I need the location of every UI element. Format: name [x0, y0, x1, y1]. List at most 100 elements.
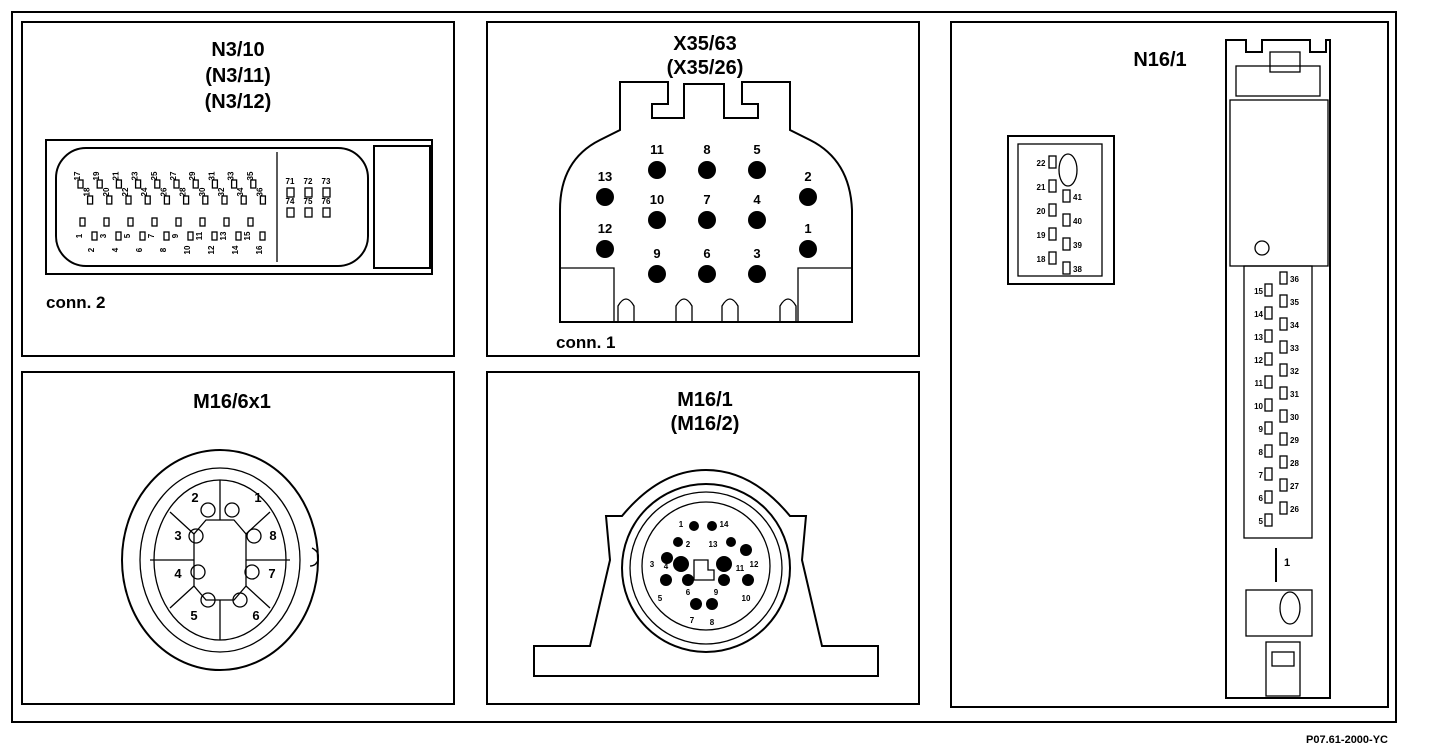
n16-tall-right-label-28: 28: [1290, 459, 1299, 468]
n16-tall-left-label-15: 15: [1254, 287, 1263, 296]
m16-6x1-pin-5: [200, 592, 216, 608]
n3-pin-bottom-label-6: 6: [135, 247, 144, 252]
m16-1-pin-9: [718, 574, 730, 586]
n3-pin-top-label-17: 17: [73, 171, 82, 180]
m16-1-pin-8: [706, 598, 718, 610]
x35-pin-label-10: 10: [650, 192, 664, 207]
m16-1-pin-4: [673, 556, 689, 572]
n16-tall-left-pin-5: [1264, 513, 1273, 527]
n16-small-right-pin-38: [1062, 261, 1071, 275]
n3-pin-top-19: [96, 179, 103, 189]
n3-right-label-74: 74: [286, 197, 295, 206]
n16-tall-right-label-34: 34: [1290, 321, 1299, 330]
m16-1-pin-label-10: 10: [742, 594, 751, 603]
n3-pin-bottom-label-15: 15: [243, 231, 252, 240]
m16-6x1-pin-6: [232, 592, 248, 608]
n3-pin-top-label-21: 21: [111, 171, 120, 180]
n16-tall-left-label-7: 7: [1259, 471, 1264, 480]
n3-pin-top-26: [163, 195, 171, 205]
panel-x35-title-2: (X35/26): [667, 57, 744, 79]
n16-small-right-label-38: 38: [1073, 265, 1082, 274]
n3-pin-top-label-33: 33: [227, 171, 236, 180]
n16-small-right-label-40: 40: [1073, 217, 1082, 226]
n3-right-pin-72: [304, 187, 313, 198]
n16-tall-right-pin-34: [1279, 317, 1288, 331]
panel-m16-1-frame: [486, 371, 920, 705]
m16-1-pin-label-1: 1: [679, 520, 684, 529]
panel-x35-conn-label: conn. 1: [556, 333, 616, 352]
n16-tall-right-label-27: 27: [1290, 482, 1299, 491]
panel-m16-1-title-1: M16/1: [677, 389, 733, 411]
n3-pin-top-24: [144, 195, 151, 205]
panel-m16-1-title-2: (M16/2): [671, 413, 740, 435]
n3-right-label-75: 75: [304, 197, 313, 206]
n16-tall-left-pin-11: [1264, 375, 1273, 389]
n3-right-pin-76: [322, 207, 331, 218]
m16-1-pin-label-12: 12: [750, 560, 759, 569]
n3-pin-bottom-12: [211, 231, 218, 241]
n16-tall-right-pin-31: [1279, 386, 1288, 400]
x35-pin-1: [799, 240, 817, 258]
panel-n3-title-1: N3/10: [211, 39, 264, 61]
n3-pin-bottom-label-4: 4: [111, 247, 120, 252]
m16-1-pin-label-6: 6: [686, 588, 691, 597]
x35-pin-label-12: 12: [598, 221, 612, 236]
n3-pin-top-20: [106, 195, 113, 205]
n3-pin-bottom-label-16: 16: [255, 245, 264, 254]
x35-pin-label-5: 5: [753, 142, 760, 157]
n3-pin-bottom-label-8: 8: [159, 247, 168, 252]
n16-tall-right-pin-28: [1279, 455, 1288, 469]
n3-pin-bottom-5: [127, 217, 134, 227]
n16-tall-left-pin-9: [1264, 421, 1273, 435]
x35-pin-8: [698, 161, 716, 179]
n3-pin-top-label-32: 32: [217, 187, 226, 196]
n16-tall-left-label-6: 6: [1259, 494, 1264, 503]
n3-pin-top-label-30: 30: [198, 187, 207, 196]
n3-pin-bottom-13: [223, 217, 230, 227]
n16-tall-left-label-11: 11: [1255, 379, 1264, 388]
n3-pin-top-label-28: 28: [179, 187, 188, 196]
n16-tall-right-pin-29: [1279, 432, 1288, 446]
n3-pin-bottom-8: [163, 231, 170, 241]
n3-pin-top-label-35: 35: [246, 171, 255, 180]
m16-6x1-pin-3: [188, 528, 204, 544]
panel-x35-frame: [486, 21, 920, 357]
n3-pin-top-label-23: 23: [131, 171, 140, 180]
n16-tall-left-pin-8: [1264, 444, 1273, 458]
n16-small-left-label-21: 21: [1037, 183, 1046, 192]
m16-1-pin-label-7: 7: [690, 616, 695, 625]
panel-x35-title-1: X35/63: [673, 33, 736, 55]
n16-tall-left-label-14: 14: [1254, 310, 1263, 319]
n3-pin-top-31: [211, 179, 219, 189]
n3-right-pin-71: [286, 187, 295, 198]
m16-1-pin-6: [682, 574, 694, 586]
outer-frame: [11, 11, 1397, 723]
n3-pin-top-label-18: 18: [83, 187, 92, 196]
n16-small-right-label-41: 41: [1073, 193, 1082, 202]
n3-pin-bottom-label-13: 13: [219, 231, 228, 240]
n16-tall-left-pin-10: [1264, 398, 1273, 412]
x35-pin-11: [648, 161, 666, 179]
m16-1-pin-14: [707, 521, 717, 531]
n3-pin-bottom-label-12: 12: [207, 245, 216, 254]
n3-pin-bottom-label-10: 10: [183, 245, 192, 254]
n3-pin-bottom-label-11: 11: [195, 231, 204, 240]
n3-pin-top-label-25: 25: [150, 171, 159, 180]
n3-right-pin-74: [286, 207, 295, 218]
n16-tall-right-pin-36: [1279, 271, 1288, 285]
m16-1-pin-10: [742, 574, 754, 586]
n3-pin-bottom-10: [187, 231, 194, 241]
x35-pin-label-11: 11: [650, 142, 664, 157]
x35-pin-4: [748, 211, 766, 229]
n16-tall-right-label-36: 36: [1290, 275, 1299, 284]
x35-pin-9: [648, 265, 666, 283]
n16-tall-right-pin-33: [1279, 340, 1288, 354]
n16-tall-left-pin-7: [1264, 467, 1273, 481]
n16-tall-right-pin-32: [1279, 363, 1288, 377]
n3-pin-top-32: [221, 195, 228, 205]
x35-pin-label-6: 6: [703, 246, 710, 261]
n16-small-left-label-19: 19: [1037, 231, 1046, 240]
